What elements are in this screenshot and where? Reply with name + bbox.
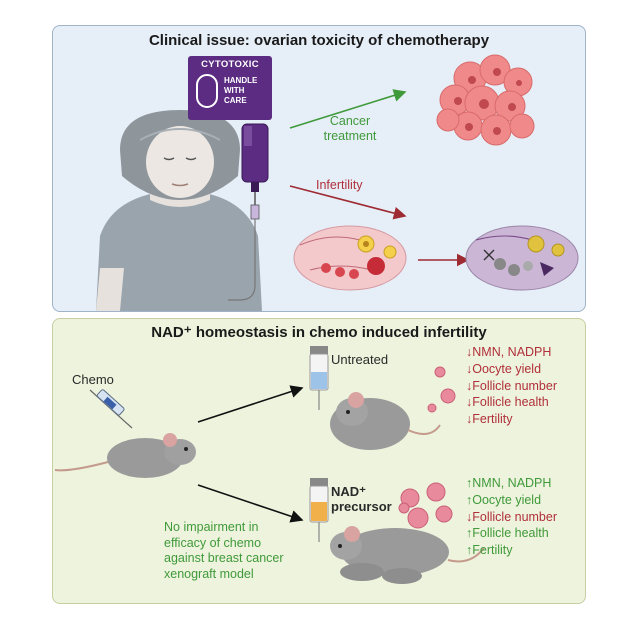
nad-precursor-line-1: NAD⁺ [331, 484, 367, 499]
cancer-treatment-line-1: Cancer [329, 114, 371, 128]
treated-effect: ↑Follicle health [466, 526, 549, 541]
cancer-treatment-label: Cancer treatment [320, 114, 380, 144]
bag-icon [196, 74, 218, 108]
treated-follicles [398, 482, 453, 529]
iv-bag [228, 123, 269, 301]
no-impairment-line: No impairment in [164, 520, 259, 534]
no-impairment-note: No impairment in efficacy of chemo again… [164, 520, 284, 582]
treated-effect: ↑Fertility [466, 543, 513, 558]
untreated-effect: ↓Fertility [466, 412, 513, 427]
cytotoxic-badge: CYTOTOXIC HANDLE WITH CARE [188, 56, 272, 120]
infertility-label: Infertility [316, 178, 363, 192]
top-panel-title: Clinical issue: ovarian toxicity of chem… [148, 32, 490, 49]
cancer-treatment-line-2: treatment [323, 129, 377, 143]
untreated-effect: ↓Follicle health [466, 395, 549, 410]
patient-figure [96, 110, 262, 311]
cancer-treatment-arrow [289, 89, 407, 129]
badge-title: CYTOTOXIC [201, 59, 259, 70]
untreated-effect: ↓Follicle number [466, 378, 558, 393]
badge-line-3: CARE [224, 96, 247, 105]
nad-precursor-line-2: precursor [331, 499, 392, 514]
treated-effect: ↓Follicle number [466, 509, 558, 524]
untreated-mouse [330, 392, 441, 450]
untreated-effect: ↓Oocyte yield [466, 361, 542, 376]
healthy-ovary [293, 225, 407, 291]
nad-precursor-label: NAD⁺ precursor [331, 484, 392, 514]
badge-line-1: HANDLE [224, 76, 258, 85]
precursor-vial [309, 478, 329, 542]
badge-line-2: WITH [224, 86, 245, 95]
chemo-mouse [54, 433, 196, 478]
untreated-effect: ↓NMN, NADPH [466, 345, 552, 359]
no-impairment-line: efficacy of chemo [164, 535, 262, 550]
untreated-follicles [427, 366, 456, 413]
treated-effect: ↑Oocyte yield [466, 492, 542, 507]
untreated-arrow [197, 385, 304, 423]
untreated-vial [309, 346, 329, 410]
treated-effects-list: ↑NMN, NADPH ↑Oocyte yield ↓Follicle numb… [466, 475, 557, 559]
treated-mouse [330, 526, 485, 584]
no-impairment-line: xenograft model [164, 566, 254, 581]
untreated-label: Untreated [331, 352, 389, 367]
untreated-effects-list: ↓NMN, NADPH ↓Oocyte yield ↓Follicle numb… [466, 344, 557, 428]
treated-effect: ↑NMN, NADPH [466, 476, 552, 490]
no-impairment-line: against breast cancer [164, 551, 284, 565]
precursor-arrow [197, 484, 304, 523]
damaged-ovary [465, 225, 579, 291]
syringe-icon [89, 389, 133, 429]
chemo-label: Chemo [72, 372, 114, 387]
infertility-arrow [289, 185, 407, 220]
